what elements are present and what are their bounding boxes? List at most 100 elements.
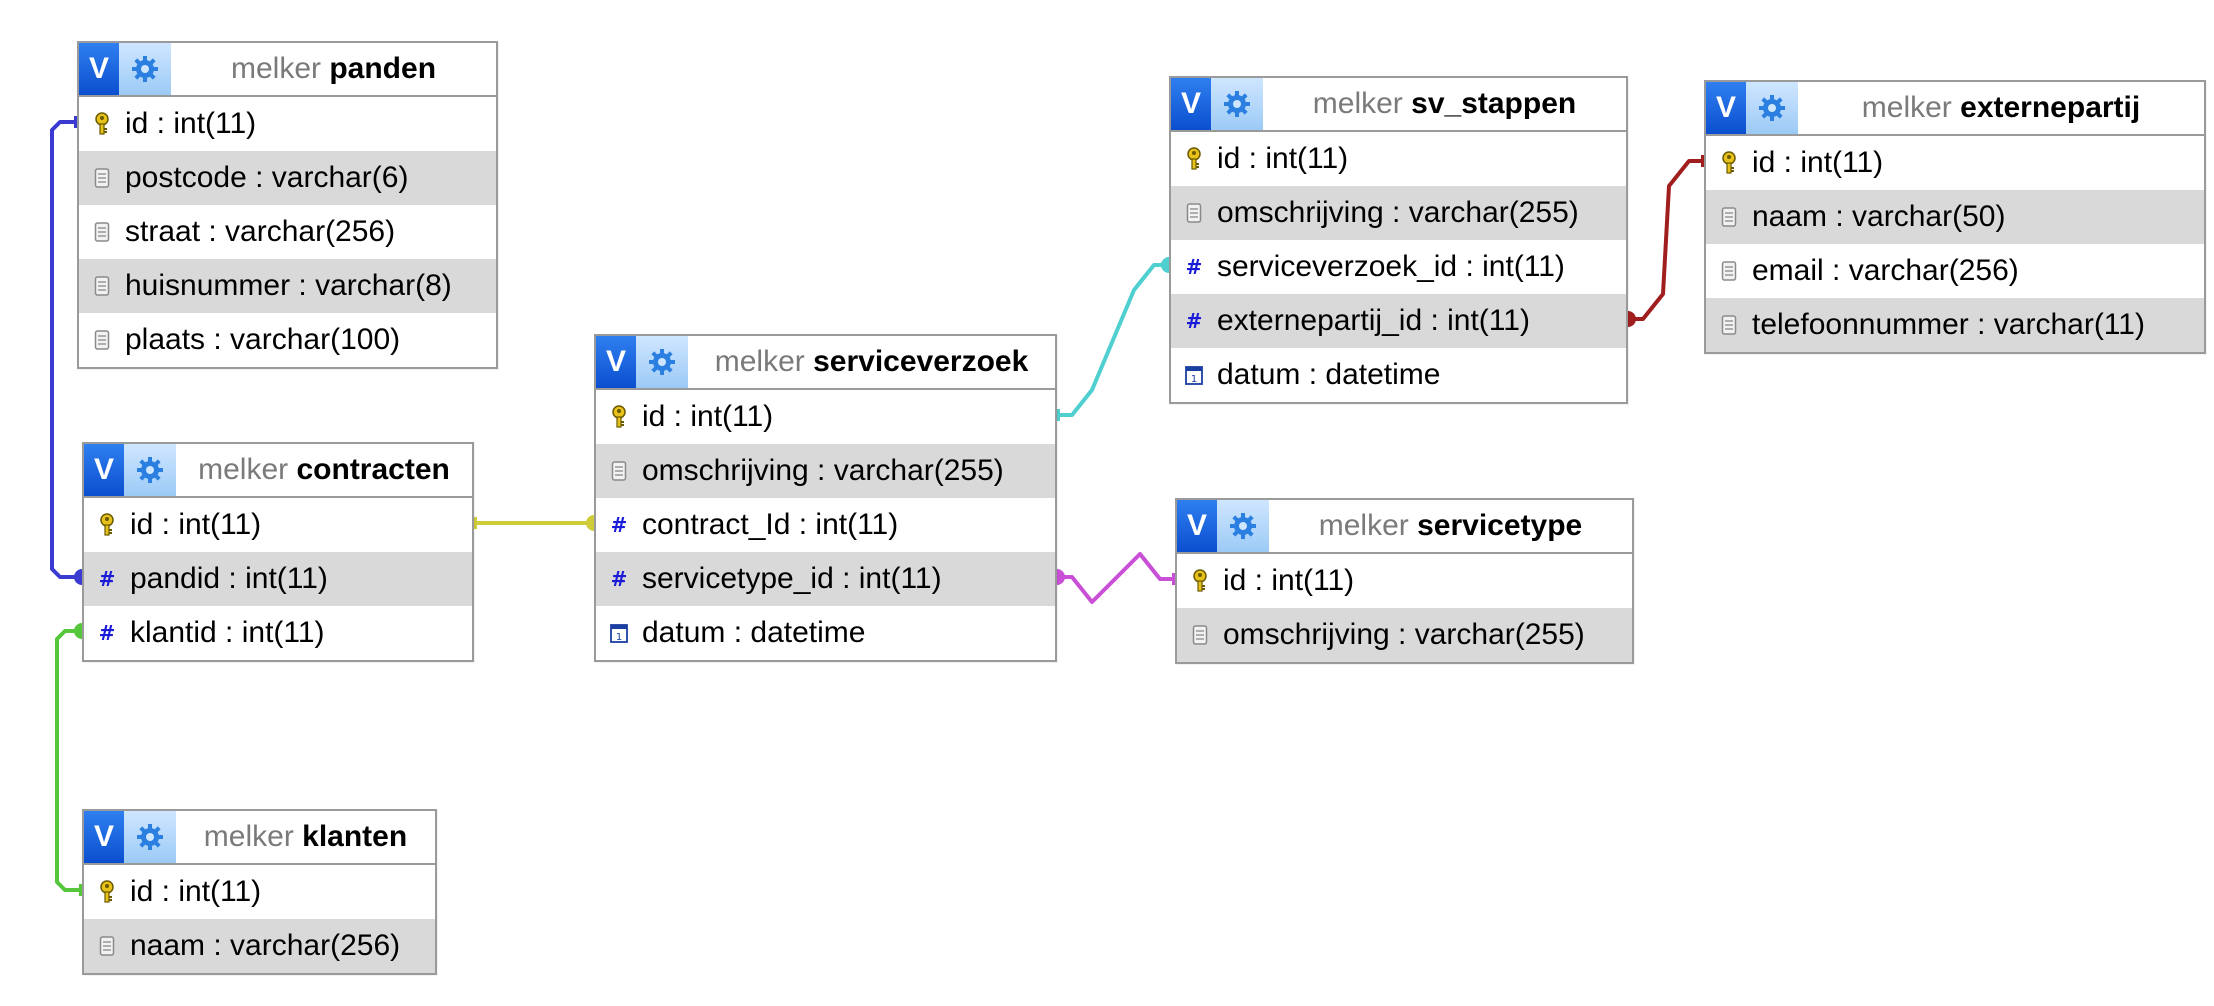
- text-field-icon: [91, 326, 113, 354]
- column-label: id : int(11): [642, 400, 774, 433]
- column-plaats[interactable]: plaats : varchar(100): [79, 313, 496, 367]
- text-field-icon: [1189, 621, 1211, 649]
- gear-icon[interactable]: [124, 811, 176, 863]
- column-id[interactable]: id : int(11): [1706, 136, 2204, 190]
- column-label: id : int(11): [1217, 142, 1349, 175]
- column-label: plaats : varchar(100): [125, 323, 401, 356]
- column-label: straat : varchar(256): [125, 215, 396, 248]
- column-serviceverzoek_id[interactable]: #serviceverzoek_id : int(11): [1171, 240, 1626, 294]
- gear-icon[interactable]: [636, 336, 688, 388]
- column-label: naam : varchar(256): [130, 929, 401, 962]
- column-id[interactable]: id : int(11): [1171, 132, 1626, 186]
- column-label: omschrijving : varchar(255): [642, 454, 1004, 487]
- v-toggle-icon[interactable]: V: [84, 444, 124, 496]
- database-name: melker: [203, 820, 294, 853]
- svg-text:1: 1: [616, 632, 622, 643]
- relation-contracten-klantid: [55, 629, 82, 892]
- v-toggle-icon[interactable]: V: [1177, 500, 1217, 552]
- column-omschrijving[interactable]: omschrijving : varchar(255): [1171, 186, 1626, 240]
- column-telefoonnummer[interactable]: telefoonnummer : varchar(11): [1706, 298, 2204, 352]
- v-toggle-icon[interactable]: V: [1706, 82, 1746, 134]
- column-label: externepartij_id : int(11): [1217, 304, 1530, 337]
- table-title: melker contracten: [176, 453, 472, 487]
- v-toggle-icon[interactable]: V: [79, 43, 119, 95]
- key-icon: [91, 110, 113, 138]
- key-icon: [96, 511, 118, 539]
- gear-icon[interactable]: [124, 444, 176, 496]
- column-servicetype_id[interactable]: #servicetype_id : int(11): [596, 552, 1055, 606]
- key-icon: [1718, 149, 1740, 177]
- text-field-icon: [608, 457, 630, 485]
- column-id[interactable]: id : int(11): [84, 498, 472, 552]
- column-label: huisnummer : varchar(8): [125, 269, 452, 302]
- relation-sv_stappen-externepartij_id: [1628, 159, 1704, 321]
- key-icon: [1189, 567, 1211, 595]
- gear-icon[interactable]: [119, 43, 171, 95]
- v-toggle-icon[interactable]: V: [596, 336, 636, 388]
- column-postcode[interactable]: postcode : varchar(6): [79, 151, 496, 205]
- key-icon: [608, 403, 630, 431]
- column-externepartij_id[interactable]: # externepartij_id : int(11): [1171, 294, 1626, 348]
- column-id[interactable]: id : int(11): [1177, 554, 1632, 608]
- column-straat[interactable]: straat : varchar(256): [79, 205, 496, 259]
- column-huisnummer[interactable]: huisnummer : varchar(8): [79, 259, 496, 313]
- column-klantid[interactable]: #klantid : int(11): [84, 606, 472, 660]
- column-label: omschrijving : varchar(255): [1223, 618, 1585, 651]
- numeric-field-icon: #: [96, 619, 118, 647]
- column-id[interactable]: id : int(11): [84, 865, 435, 919]
- column-label: omschrijving : varchar(255): [1217, 196, 1579, 229]
- svg-text:#: #: [611, 568, 628, 590]
- column-id[interactable]: id : int(11): [596, 390, 1055, 444]
- column-naam[interactable]: naam : varchar(256): [84, 919, 435, 973]
- gear-icon[interactable]: [1217, 500, 1269, 552]
- column-contract_Id[interactable]: # contract_Id : int(11): [596, 498, 1055, 552]
- relation-serviceverzoek-servicetype_id: [1057, 552, 1175, 604]
- column-naam[interactable]: naam : varchar(50): [1706, 190, 2204, 244]
- relation-sv_stappen-serviceverzoek_id: [1057, 263, 1169, 417]
- numeric-field-icon: #: [1183, 307, 1205, 335]
- column-pandid[interactable]: #pandid : int(11): [84, 552, 472, 606]
- column-omschrijving[interactable]: omschrijving : varchar(255): [596, 444, 1055, 498]
- svg-text:#: #: [1186, 310, 1203, 332]
- v-toggle-icon[interactable]: V: [1171, 78, 1211, 130]
- column-label: datum : datetime: [642, 616, 866, 649]
- gear-icon[interactable]: [1746, 82, 1798, 134]
- numeric-field-icon: #: [96, 565, 118, 593]
- column-label: email : varchar(256): [1752, 254, 2019, 287]
- svg-text:1: 1: [1191, 374, 1197, 385]
- date-field-icon: 1: [608, 619, 630, 647]
- column-label: contract_Id : int(11): [642, 508, 899, 541]
- column-email[interactable]: email : varchar(256): [1706, 244, 2204, 298]
- column-id[interactable]: id : int(11): [79, 97, 496, 151]
- table-name: contracten: [296, 453, 450, 486]
- column-datum[interactable]: 1 datum : datetime: [596, 606, 1055, 660]
- column-omschrijving[interactable]: omschrijving : varchar(255): [1177, 608, 1632, 662]
- gear-icon[interactable]: [1211, 78, 1263, 130]
- v-toggle-icon[interactable]: V: [84, 811, 124, 863]
- numeric-field-icon: #: [608, 511, 630, 539]
- table-name: serviceverzoek: [813, 345, 1029, 378]
- key-icon: [96, 878, 118, 906]
- table-name: externepartij: [1960, 91, 2141, 124]
- svg-text:#: #: [1186, 256, 1203, 278]
- database-name: melker: [1312, 87, 1403, 120]
- column-label: id : int(11): [125, 107, 257, 140]
- table-title: melker panden: [171, 52, 496, 86]
- table-name: servicetype: [1417, 509, 1583, 542]
